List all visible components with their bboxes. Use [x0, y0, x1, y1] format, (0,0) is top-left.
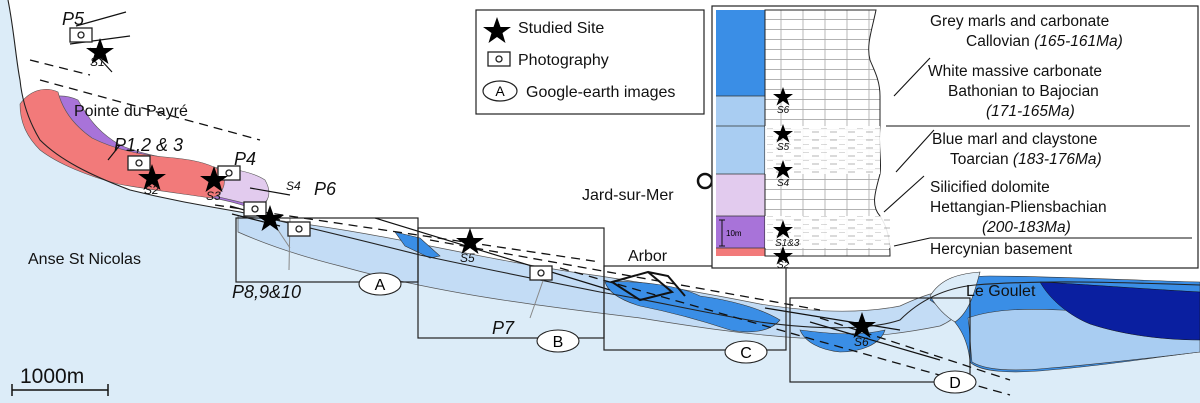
strat-star-s4 — [773, 160, 793, 179]
jard-town-marker — [696, 172, 714, 190]
legend-star-icon — [483, 17, 511, 43]
legend-google-ellipse — [482, 80, 518, 102]
camera-icon-p7 — [529, 265, 553, 281]
sea-inlet-goulet — [929, 271, 981, 323]
strat-leaders — [883, 57, 1192, 247]
strat-label-s13: S1&3 — [775, 238, 800, 249]
legend-camera-icon — [487, 51, 511, 67]
arbor-fault-block — [609, 270, 686, 302]
strat-hettangian-dark — [716, 216, 765, 248]
camera-icon-p6 — [243, 201, 267, 217]
star-icon-s6 — [848, 312, 876, 338]
strat-star-s5 — [773, 124, 793, 143]
box-letter-d: D — [949, 375, 961, 392]
site-stars — [86, 38, 876, 338]
star-icon-s4 — [256, 205, 284, 231]
unit-callovian-age: (165-161Ma) — [1034, 33, 1123, 50]
strat-star-s13 — [773, 220, 793, 239]
strat-label-s4: S4 — [777, 178, 790, 189]
scale-bar — [11, 384, 109, 396]
strat-bathonian — [716, 96, 765, 126]
unit-toarcian-age: (183-176Ma) — [1012, 151, 1102, 168]
photo-label-p123: P1,2 & 3 — [114, 135, 184, 155]
site-label-s4: S4 — [286, 179, 301, 193]
place-anse-st-nicolas: Anse St Nicolas — [28, 251, 141, 268]
strat-toarcian — [716, 126, 765, 174]
place-arbor: Arbor — [628, 248, 668, 265]
strat-hettangian-light — [716, 174, 765, 216]
strat-label-s5: S5 — [777, 142, 790, 153]
site-label-s6: S6 — [854, 335, 869, 349]
callovian-patch-arbor — [604, 281, 781, 333]
site-label-s1: S1 — [90, 55, 105, 69]
unit-bathonian-age: (171-165Ma) — [986, 103, 1075, 120]
unit-bathonian-line1: White massive carbonate — [928, 63, 1103, 80]
unit-hettangian-line2: Hettangian-Pliensbachian — [930, 199, 1107, 216]
unit-toarcian-line2: Toarcian (183-176Ma) — [950, 152, 1102, 168]
photo-label-p5: P5 — [62, 9, 85, 29]
deep-blue-band — [1039, 281, 1200, 341]
strat-basement — [716, 248, 765, 256]
fault-lines — [29, 59, 1011, 396]
star-icon-s5 — [456, 228, 484, 254]
box-letter-a: A — [375, 277, 386, 294]
star-icon-s1 — [86, 38, 114, 64]
camera-icon-p123 — [127, 155, 151, 171]
camera-icons — [69, 27, 553, 281]
place-pointe-du-payre: Pointe du Payré — [74, 103, 188, 120]
strat-label-s2: S2 — [777, 260, 790, 271]
site-label-s5: S5 — [460, 251, 475, 265]
unit-callovian-name: Callovian — [966, 33, 1035, 50]
strat-label-s6: S6 — [777, 105, 790, 116]
photo-label-p8910: P8,9&10 — [232, 282, 302, 302]
unit-bathonian-line2: Bathonian to Bajocian — [948, 83, 1099, 100]
legend-google-earth: Google-earth images — [526, 84, 676, 101]
photo-label-p7: P7 — [492, 318, 515, 338]
unit-toarcian-name: Toarcian — [950, 151, 1013, 168]
camera-icon-p8 — [287, 221, 311, 237]
box-letter-d-ellipse — [933, 370, 977, 394]
site-label-s2: S2 — [144, 183, 159, 197]
box-letter-c: C — [740, 345, 752, 362]
strat-star-s2 — [773, 246, 793, 265]
unit-callovian-line2: Callovian (165-161Ma) — [966, 34, 1123, 50]
photo-label-p4: P4 — [234, 149, 257, 169]
strat-dashed-layers — [765, 126, 890, 248]
coastline — [7, 0, 1200, 329]
unit-toarcian-line1: Blue marl and claystone — [932, 131, 1098, 148]
callovian-patch-d — [799, 329, 886, 353]
unit-hettangian-line1: Silicified dolomite — [930, 179, 1050, 196]
strat-scale — [719, 219, 725, 247]
legend-photography: Photography — [518, 52, 609, 69]
box-letter-ellipses — [358, 272, 977, 394]
legend-google-letter: A — [495, 83, 505, 99]
scale-bar-label: 1000m — [20, 365, 85, 388]
camera-icon-p5 — [69, 27, 93, 43]
site-label-s3: S3 — [206, 189, 221, 203]
box-letter-a-ellipse — [358, 272, 402, 296]
box-letter-c-ellipse — [724, 340, 768, 364]
legend-studied-site: Studied Site — [518, 20, 605, 37]
google-earth-box-d — [789, 297, 971, 383]
photo-label-p6: P6 — [314, 179, 337, 199]
place-jard-sur-mer: Jard-sur-Mer — [582, 187, 674, 204]
strat-callovian — [716, 10, 765, 96]
box-letter-b-ellipse — [536, 329, 580, 353]
unit-hettangian-age: (200-183Ma) — [982, 219, 1071, 236]
unit-basement-line1: Hercynian basement — [930, 241, 1073, 258]
unit-callovian-line1: Grey marls and carbonate — [930, 13, 1110, 30]
box-letter-b: B — [553, 334, 564, 351]
strat-site-stars — [773, 87, 793, 265]
google-earth-box-c — [603, 265, 787, 351]
star-icon-s2 — [138, 164, 166, 190]
star-icon-s3 — [200, 166, 228, 192]
strat-scale-label: 10m — [726, 229, 742, 238]
strat-star-s6 — [773, 87, 793, 106]
place-le-goulet: Le Goulet — [966, 283, 1036, 300]
